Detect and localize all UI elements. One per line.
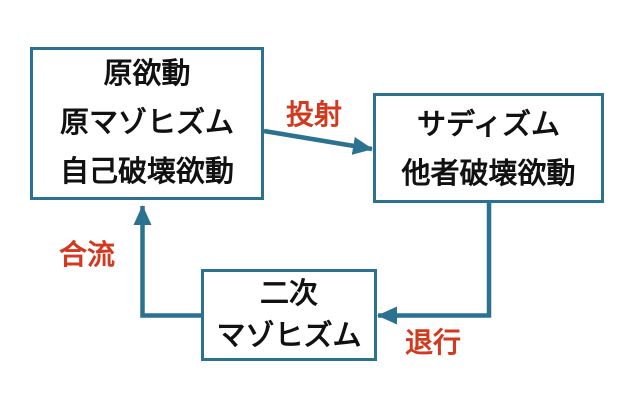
box-secondary-line-2: マゾヒズム [216,320,362,352]
arrow-label-confluence: 合流 [58,239,116,270]
box-primal-line-3: 自己破壊欲動 [59,156,234,188]
box-primal-line-2: 原マゾヒズム [59,107,234,139]
box-primal-line-1: 原欲動 [103,58,191,90]
arrow-label-regression: 退行 [404,327,462,358]
box-primal-masochism: 原欲動 原マゾヒズム 自己破壊欲動 [30,47,264,200]
box-sadism: サディズム 他者破壊欲動 [373,93,604,203]
box-secondary-masochism: 二次 マゾヒズム [201,269,377,361]
box-secondary-line-1: 二次 [259,278,318,310]
box-sadism-line-1: サディズム [417,109,560,141]
arrow-confluence [133,205,201,318]
arrow-regression [377,203,492,325]
box-sadism-line-2: 他者破壊欲動 [401,158,576,190]
arrow-projection [263,128,373,155]
arrow-label-projection: 投射 [285,99,343,130]
